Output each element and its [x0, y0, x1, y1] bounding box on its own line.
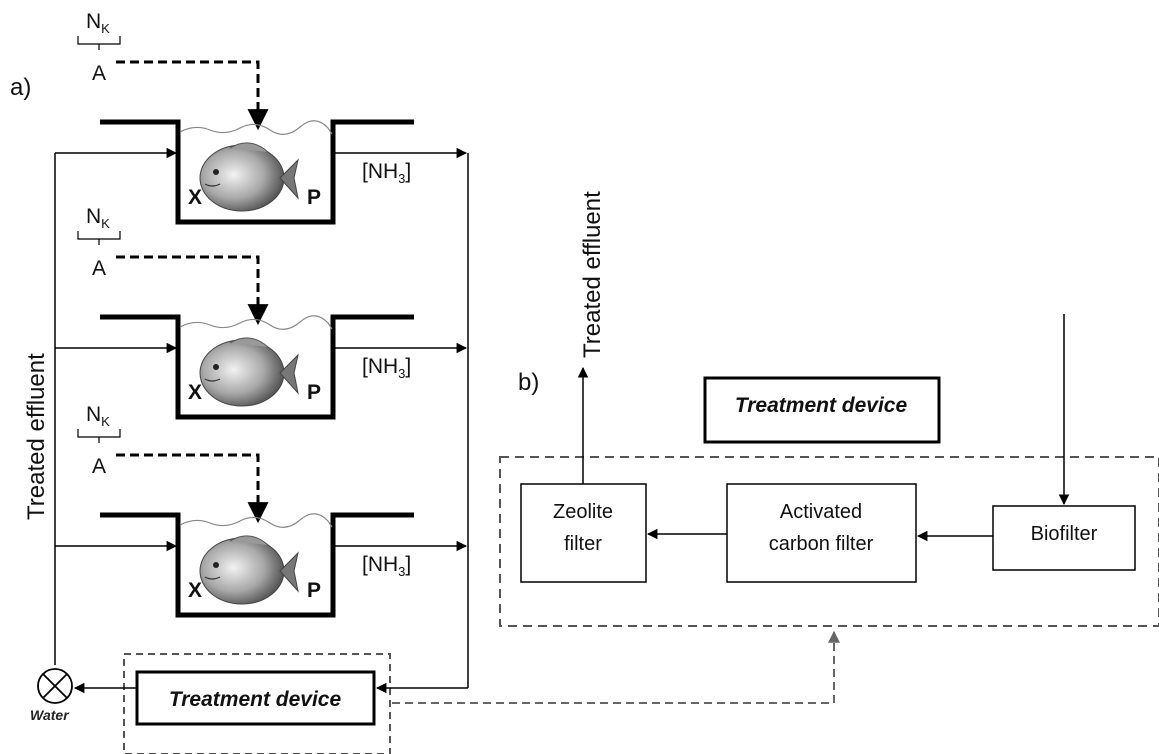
a-label: A: [92, 257, 106, 280]
nh3-label: [NH3]: [362, 160, 411, 186]
a-label: A: [92, 62, 106, 85]
nk-label: NK: [86, 403, 110, 429]
feed-dashed-line: [116, 255, 269, 326]
fish-icon: [199, 337, 299, 407]
nh3-label: [NH3]: [362, 553, 411, 579]
zeolite-line2: filter: [564, 533, 602, 555]
carbon-line1: Activated: [780, 501, 862, 523]
panel-link-dashed: [392, 630, 840, 704]
zeolite-filter-box: [520, 483, 647, 583]
nk-label: NK: [86, 10, 110, 36]
treated-effluent-b-label: Treated effluent: [579, 191, 606, 358]
nk-bracket: [77, 231, 121, 245]
nk-bracket: [77, 36, 121, 50]
treatment-device-box-b: [703, 376, 941, 444]
nh3-label: [NH3]: [362, 355, 411, 381]
treatment-device-box-a: [135, 670, 376, 726]
biofilter-label: Biofilter: [1031, 523, 1098, 545]
treatment-device-label-a: Treatment device: [169, 688, 342, 711]
carbon-line2: carbon filter: [769, 533, 874, 555]
tank-unit-2: NK A X P [NH3]: [55, 205, 468, 420]
panel-a-label: a): [10, 74, 31, 101]
left-effluent-label: Treated effluent: [23, 353, 50, 520]
panel-b-label: b): [518, 369, 539, 396]
water-label: Water: [30, 707, 70, 723]
nk-bracket: [77, 429, 121, 443]
carbon-filter-box: [726, 483, 917, 583]
p-label: P: [307, 579, 321, 602]
p-label: P: [307, 381, 321, 404]
water-surface: [179, 513, 333, 528]
treatment-dashed-zone-a: [123, 653, 391, 754]
x-label: X: [188, 579, 202, 602]
x-label: X: [188, 186, 202, 209]
feed-dashed-line: [116, 60, 269, 131]
water-surface: [179, 120, 333, 135]
feed-dashed-line: [116, 453, 269, 524]
fish-icon: [199, 142, 299, 212]
tank-wall: [100, 512, 414, 618]
treatment-dashed-zone-b: [499, 456, 1159, 627]
a-label: A: [92, 455, 106, 478]
tank-unit-3: NK A X P [NH3]: [55, 403, 468, 618]
p-label: P: [307, 186, 321, 209]
tank-wall: [100, 119, 414, 225]
tank-unit-1: NK A X P [NH3]: [55, 10, 468, 225]
biofilter-box: [992, 505, 1136, 571]
treatment-device-label-b: Treatment device: [735, 394, 908, 417]
tank-wall: [100, 314, 414, 420]
nk-label: NK: [86, 205, 110, 231]
x-label: X: [188, 381, 202, 404]
valve-icon: [37, 668, 73, 704]
fish-icon: [199, 535, 299, 605]
zeolite-line1: Zeolite: [553, 501, 613, 523]
water-surface: [179, 315, 333, 330]
